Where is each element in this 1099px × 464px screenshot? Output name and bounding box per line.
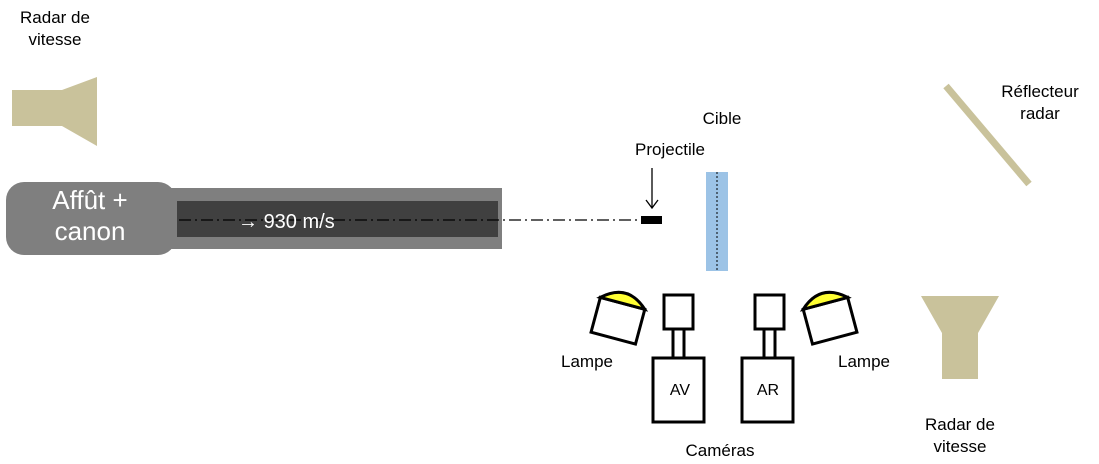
- gun-label-line1: Affût +: [52, 185, 128, 215]
- gun-label-line2: canon: [54, 216, 126, 246]
- radar-top-label-line1: Radar de: [20, 8, 90, 27]
- gun-mount: [6, 182, 176, 255]
- target-label: Cible: [702, 109, 742, 128]
- projectile-arrowhead: [645, 199, 659, 210]
- speed-radar-bottom: [921, 296, 999, 379]
- projectile: [641, 216, 662, 224]
- gun-barrel: [177, 201, 498, 237]
- cameras-label: Caméras: [685, 441, 755, 460]
- lamp-right-label: Lampe: [838, 352, 890, 371]
- speed-label: → 930 m/s: [238, 210, 335, 234]
- lamp-right-icon: [799, 290, 859, 346]
- lamp-left-icon: [589, 290, 649, 346]
- radar-top-label-line2: vitesse: [28, 30, 82, 49]
- radar-reflector: [943, 83, 1032, 187]
- camera-rear-icon: [740, 293, 795, 424]
- camera-front-label: AV: [669, 382, 691, 399]
- reflector-label-line1: Réflecteur: [1001, 82, 1079, 101]
- reflector-label: Réflecteur radar: [985, 81, 1095, 125]
- speed-radar-top: [12, 77, 97, 146]
- radar-top-label: Radar de vitesse: [8, 7, 102, 51]
- radar-bottom-label-line1: Radar de: [925, 415, 995, 434]
- projectile-label: Projectile: [635, 140, 705, 159]
- lamp-left-label: Lampe: [561, 352, 613, 371]
- radar-bottom-label: Radar de vitesse: [913, 414, 1007, 458]
- speed-value: 930 m/s: [263, 211, 335, 233]
- camera-rear-label: AR: [756, 382, 780, 399]
- speed-arrow-icon: →: [238, 211, 258, 233]
- camera-front-icon: [651, 293, 706, 424]
- reflector-label-line2: radar: [1020, 104, 1060, 123]
- radar-bottom-label-line2: vitesse: [933, 437, 987, 456]
- gun-label: Affût + canon: [8, 185, 172, 247]
